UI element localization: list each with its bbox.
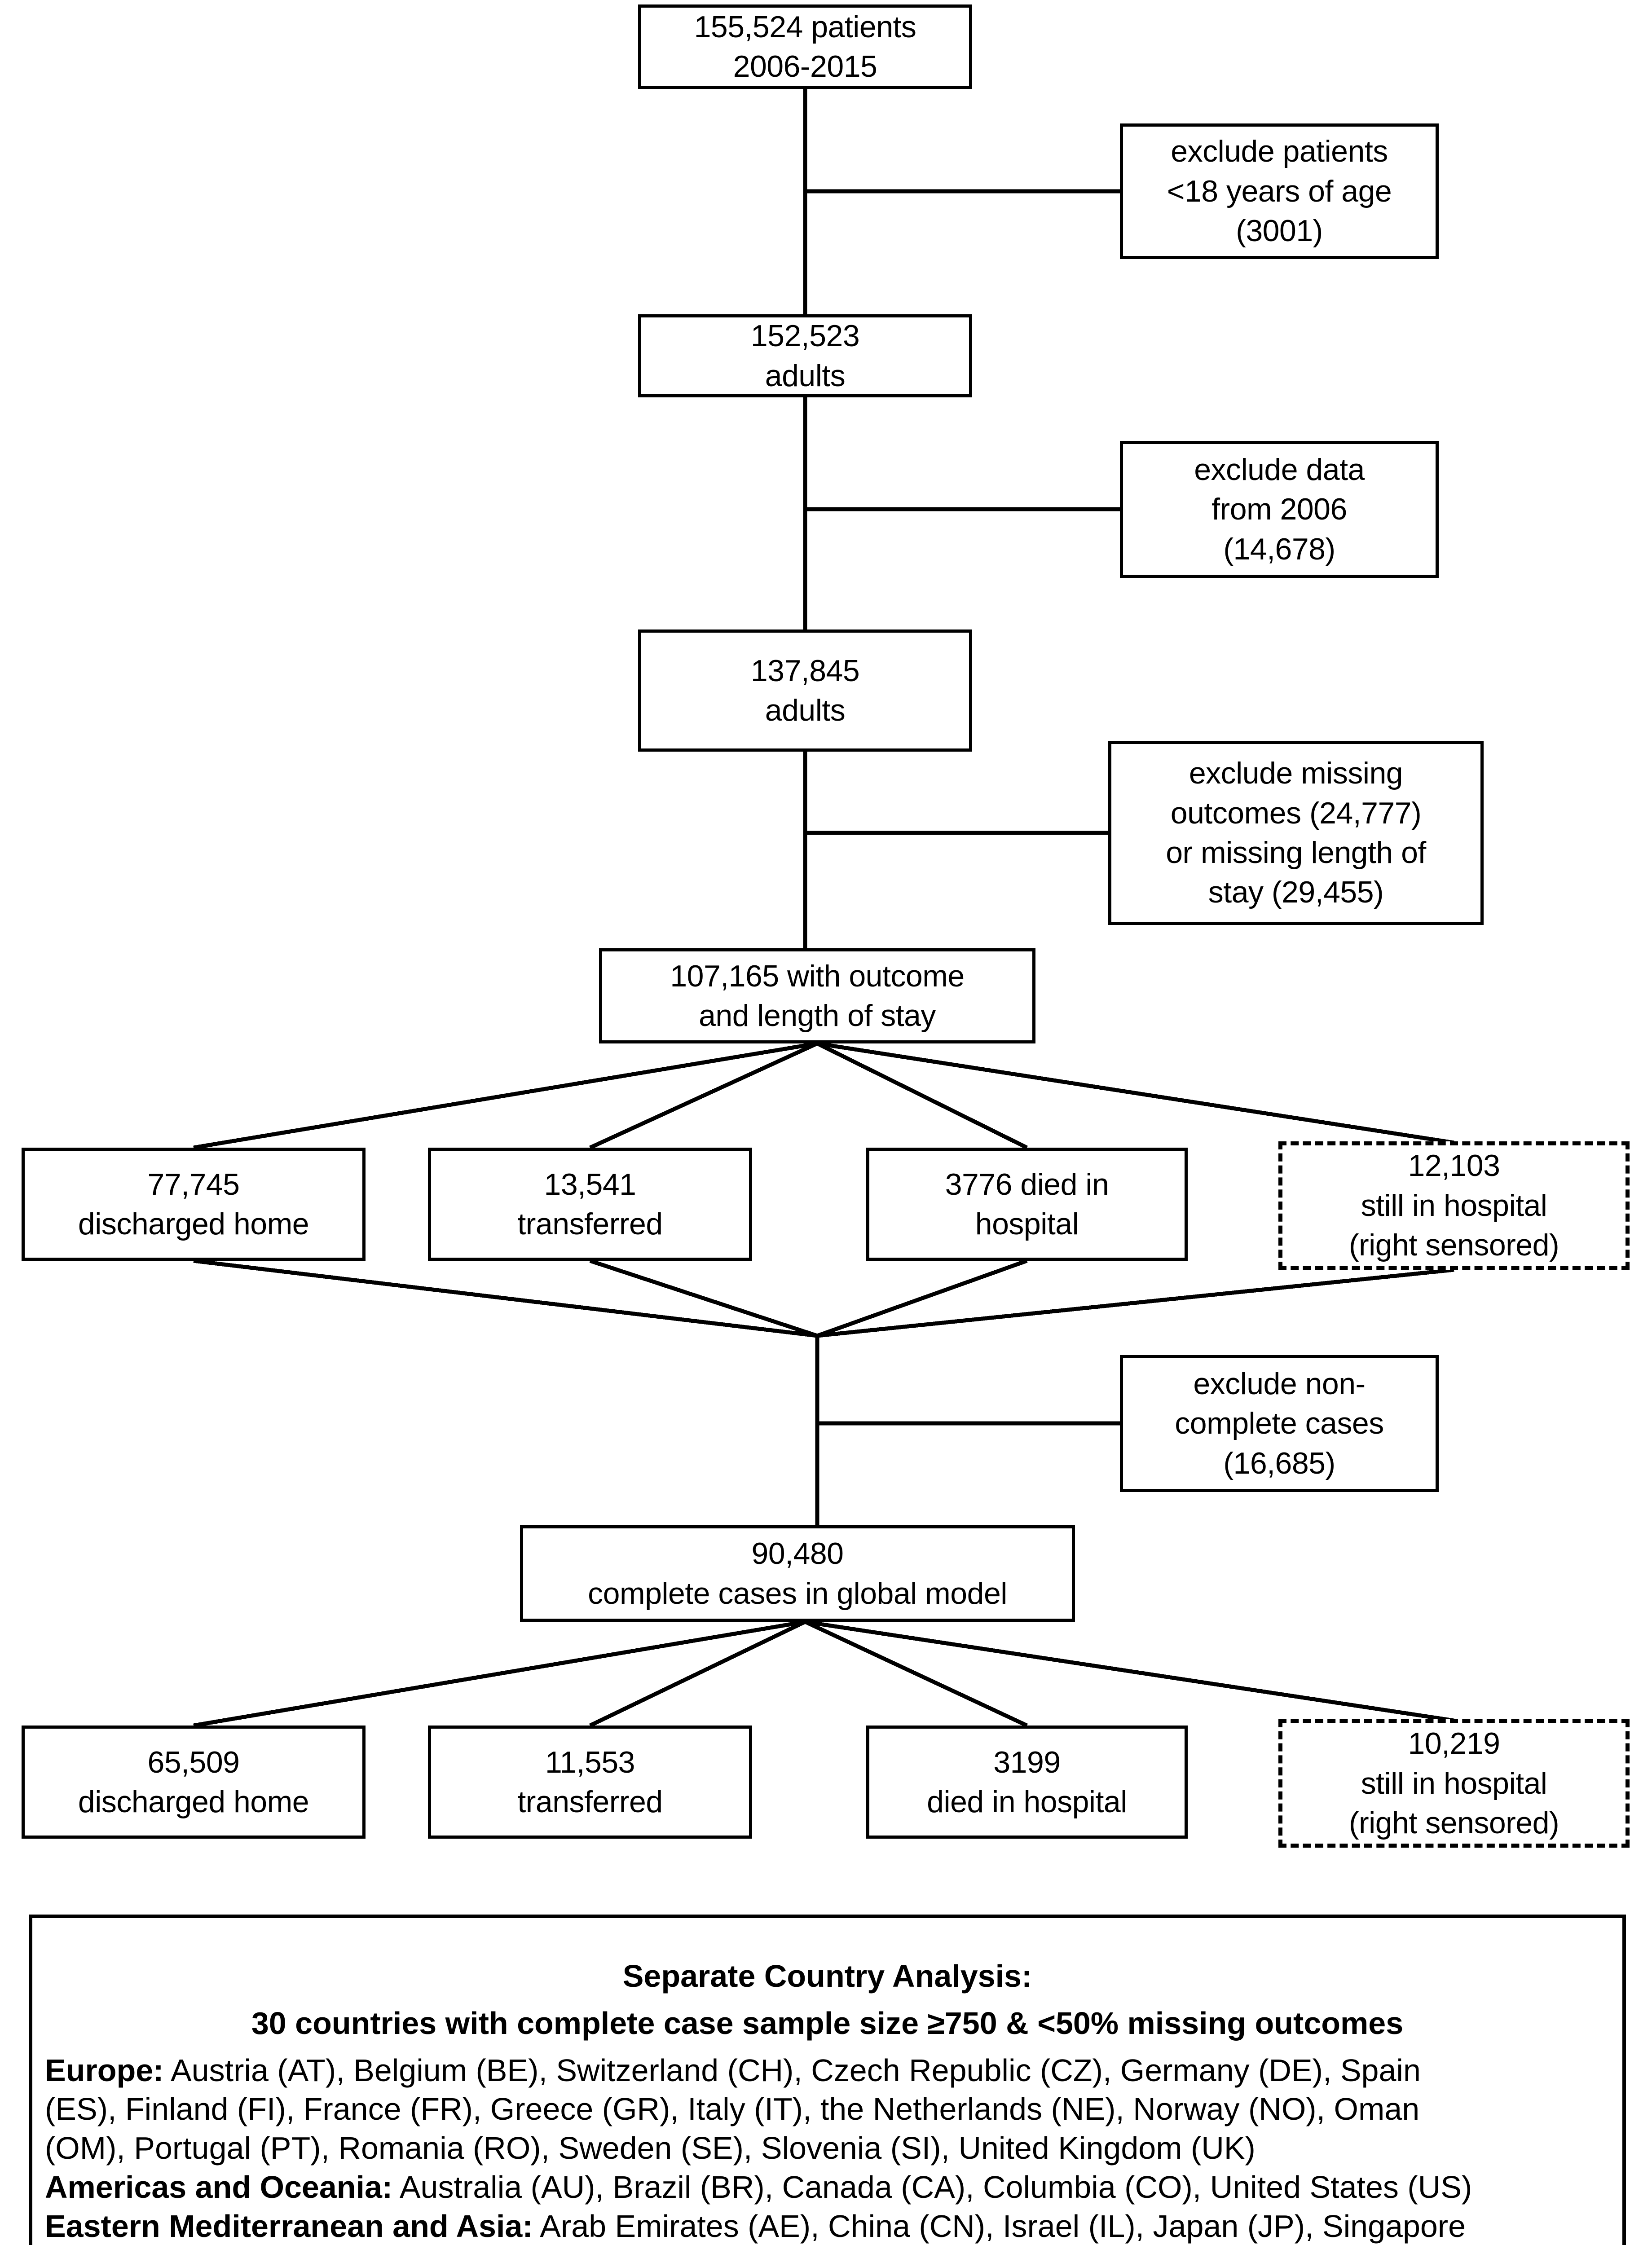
node-transferred-1: 13,541 transferred bbox=[428, 1148, 752, 1261]
node-still2-count: 10,219 bbox=[1408, 1726, 1500, 1761]
region-europe-line3: (OM), Portugal (PT), Romania (RO), Swede… bbox=[45, 2131, 1256, 2166]
node-adults2-label: adults bbox=[765, 693, 846, 727]
node-exclude-under-18: exclude patients <18 years of age (3001) bbox=[1120, 123, 1439, 259]
node-discharged2-label: discharged home bbox=[78, 1785, 309, 1819]
connector-outcome-to-died1 bbox=[816, 1041, 1028, 1150]
node-discharged-home-1: 77,745 discharged home bbox=[22, 1148, 366, 1261]
connector-complete-to-discharged2 bbox=[193, 1620, 806, 1728]
node-exclude-missing-line2: outcomes (24,777) bbox=[1170, 796, 1422, 830]
country-panel-heading-2: 30 countries with complete case sample s… bbox=[251, 2005, 1404, 2041]
region-eastmed-asia: Eastern Mediterranean and Asia: Arab Emi… bbox=[45, 2207, 1610, 2245]
node-adults-152523: 152,523 adults bbox=[638, 314, 972, 397]
connector-complete-to-died2 bbox=[804, 1620, 1028, 1728]
connector-outcome-to-transferred1 bbox=[589, 1041, 818, 1150]
country-panel-heading-1: Separate Country Analysis: bbox=[622, 1959, 1032, 1994]
node-exclude-2006: exclude data from 2006 (14,678) bbox=[1120, 441, 1439, 578]
connector-complete-to-still2 bbox=[805, 1620, 1454, 1723]
node-exclude-age-line2: <18 years of age bbox=[1167, 174, 1392, 208]
node-exclude-2006-line2: from 2006 bbox=[1211, 492, 1347, 527]
node-exclude-missing-line3: or missing length of bbox=[1166, 836, 1426, 870]
node-complete-count: 90,480 bbox=[751, 1536, 844, 1571]
node-still2-label: still in hospital bbox=[1361, 1766, 1547, 1800]
node-died1-line2: hospital bbox=[975, 1207, 1079, 1241]
node-still1-label: still in hospital bbox=[1361, 1188, 1547, 1223]
node-still1-censor-note: (right sensored) bbox=[1348, 1228, 1559, 1263]
node-still-in-hospital-2: 10,219 still in hospital (right sensored… bbox=[1278, 1719, 1630, 1848]
node-transferred1-label: transferred bbox=[517, 1207, 663, 1241]
node-still2-censor-note: (right sensored) bbox=[1348, 1806, 1559, 1840]
node-complete-cases: 90,480 complete cases in global model bbox=[520, 1525, 1075, 1622]
node-transferred2-label: transferred bbox=[517, 1785, 663, 1819]
node-died-in-hospital-1: 3776 died in hospital bbox=[866, 1148, 1188, 1261]
node-died-in-hospital-2: 3199 died in hospital bbox=[866, 1726, 1188, 1839]
connector-outcome-to-still1 bbox=[817, 1041, 1454, 1145]
node-adults1-count: 152,523 bbox=[750, 319, 860, 353]
node-discharged1-count: 77,745 bbox=[147, 1167, 240, 1202]
region-europe-line2: (ES), Finland (FI), France (FR), Greece … bbox=[45, 2091, 1420, 2127]
node-with-outcome: 107,165 with outcome and length of stay bbox=[599, 948, 1035, 1043]
region-europe: Europe: Austria (AT), Belgium (BE), Swit… bbox=[45, 2051, 1610, 2090]
node-adults-137845: 137,845 adults bbox=[638, 629, 972, 752]
connector-outcome-to-discharged1 bbox=[193, 1041, 818, 1150]
node-exclude-missing: exclude missing outcomes (24,777) or mis… bbox=[1108, 741, 1484, 925]
node-exclude-missing-line1: exclude missing bbox=[1189, 756, 1403, 791]
node-complete-label: complete cases in global model bbox=[588, 1576, 1007, 1611]
node-total-line1: 155,524 patients bbox=[694, 9, 916, 44]
node-exclude-2006-line1: exclude data bbox=[1194, 452, 1365, 487]
region-americas-oceania: Americas and Oceania: Australia (AU), Br… bbox=[45, 2168, 1610, 2207]
connector-died1-to-junction bbox=[816, 1259, 1028, 1338]
region-eastmed-asia-line1: Arab Emirates (AE), China (CN), Israel (… bbox=[533, 2208, 1466, 2244]
node-exclude-noncomplete-line2: complete cases bbox=[1175, 1406, 1384, 1441]
region-europe-label: Europe: bbox=[45, 2052, 164, 2088]
connector-still1-to-junction bbox=[817, 1268, 1454, 1338]
node-still-in-hospital-1: 12,103 still in hospital (right sensored… bbox=[1278, 1141, 1630, 1270]
region-americas-oceania-line1: Australia (AU), Brazil (BR), Canada (CA)… bbox=[392, 2169, 1472, 2205]
region-americas-oceania-label: Americas and Oceania: bbox=[45, 2169, 393, 2205]
connector-discharged1-to-junction bbox=[193, 1259, 818, 1338]
node-exclude-2006-count: (14,678) bbox=[1223, 532, 1335, 566]
region-europe-line1: Austria (AT), Belgium (BE), Switzerland … bbox=[163, 2052, 1421, 2088]
connector-transferred1-to-junction bbox=[589, 1259, 818, 1338]
node-exclude-age-line1: exclude patients bbox=[1171, 134, 1388, 169]
connector-complete-to-transferred2 bbox=[589, 1620, 806, 1728]
node-outcome-line2: and length of stay bbox=[699, 999, 936, 1033]
node-exclude-noncomplete-line1: exclude non- bbox=[1193, 1366, 1366, 1401]
node-discharged-home-2: 65,509 discharged home bbox=[22, 1726, 366, 1839]
node-still1-count: 12,103 bbox=[1408, 1149, 1500, 1183]
separate-country-analysis-panel: Separate Country Analysis: 30 countries … bbox=[29, 1915, 1626, 2245]
node-discharged2-count: 65,509 bbox=[147, 1745, 240, 1779]
node-died2-label: died in hospital bbox=[927, 1785, 1127, 1819]
node-total-patients: 155,524 patients 2006-2015 bbox=[638, 4, 972, 89]
node-exclude-noncomplete: exclude non- complete cases (16,685) bbox=[1120, 1355, 1439, 1492]
node-discharged1-label: discharged home bbox=[78, 1207, 309, 1241]
node-transferred2-count: 11,553 bbox=[545, 1745, 635, 1779]
node-died1-line1: 3776 died in bbox=[945, 1167, 1109, 1202]
node-exclude-noncomplete-count: (16,685) bbox=[1223, 1446, 1335, 1480]
node-exclude-age-count: (3001) bbox=[1236, 214, 1323, 248]
region-eastmed-asia-label: Eastern Mediterranean and Asia: bbox=[45, 2208, 533, 2244]
node-died2-count: 3199 bbox=[993, 1745, 1061, 1779]
node-outcome-line1: 107,165 with outcome bbox=[670, 959, 965, 993]
node-adults2-count: 137,845 bbox=[750, 653, 860, 688]
node-exclude-missing-line4: stay (29,455) bbox=[1208, 875, 1384, 910]
node-transferred-2: 11,553 transferred bbox=[428, 1726, 752, 1839]
node-total-line2: 2006-2015 bbox=[733, 49, 877, 84]
node-adults1-label: adults bbox=[765, 358, 846, 393]
node-transferred1-count: 13,541 bbox=[544, 1167, 636, 1202]
